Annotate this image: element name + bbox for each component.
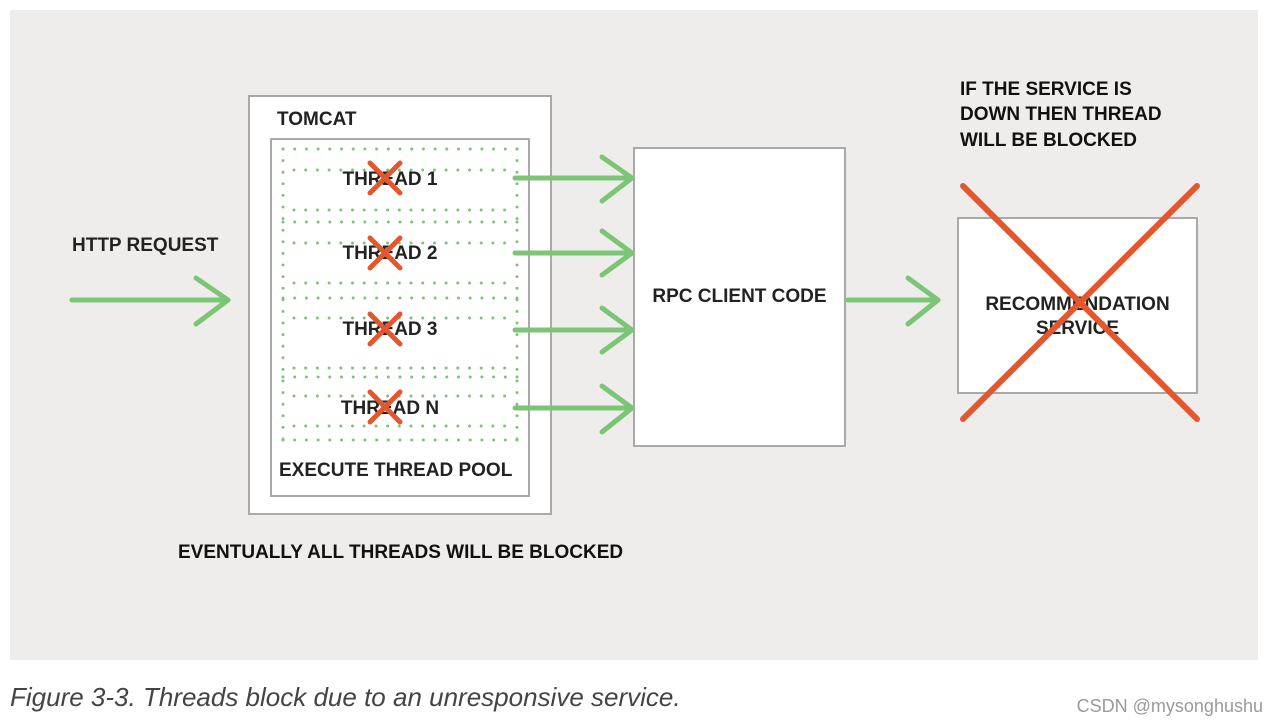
warning-line-2: DOWN THEN THREAD (960, 104, 1162, 125)
thread-2-cross-icon (367, 235, 403, 271)
thread-1-arrow (512, 154, 635, 204)
watermark: CSDN @mysonghushu (1076, 696, 1263, 716)
thread-2-label: THREAD 2 (342, 243, 438, 264)
thread-1-cross-icon (367, 160, 403, 196)
recommendation-service-box (957, 217, 1198, 394)
warning-line-1: IF THE SERVICE IS (960, 79, 1132, 100)
thread-n-arrow (512, 383, 635, 435)
rpc-client-box (633, 147, 846, 447)
thread-3-arrow (512, 305, 635, 355)
http-request-arrow (69, 275, 231, 327)
warning-line-3: WILL BE BLOCKED (960, 130, 1137, 151)
tomcat-label: TOMCAT (277, 109, 357, 130)
eventually-blocked-label: EVENTUALLY ALL THREADS WILL BE BLOCKED (178, 542, 624, 563)
thread-pool-box (270, 138, 530, 497)
thread-3-label: THREAD 3 (342, 319, 438, 340)
figure-caption: Figure 3-3. Threads block due to an unre… (10, 682, 681, 712)
rpc-to-service-arrow (845, 275, 941, 327)
rpc-client-label: RPC CLIENT CODE (652, 286, 827, 307)
http-request-label: HTTP REQUEST (72, 235, 219, 256)
thread-2-arrow (512, 228, 635, 278)
thread-n-cross-icon (367, 389, 403, 425)
thread-3-cross-icon (367, 311, 403, 347)
thread-pool-label: EXECUTE THREAD POOL (279, 460, 513, 481)
service-down-cross-icon (960, 183, 1200, 422)
